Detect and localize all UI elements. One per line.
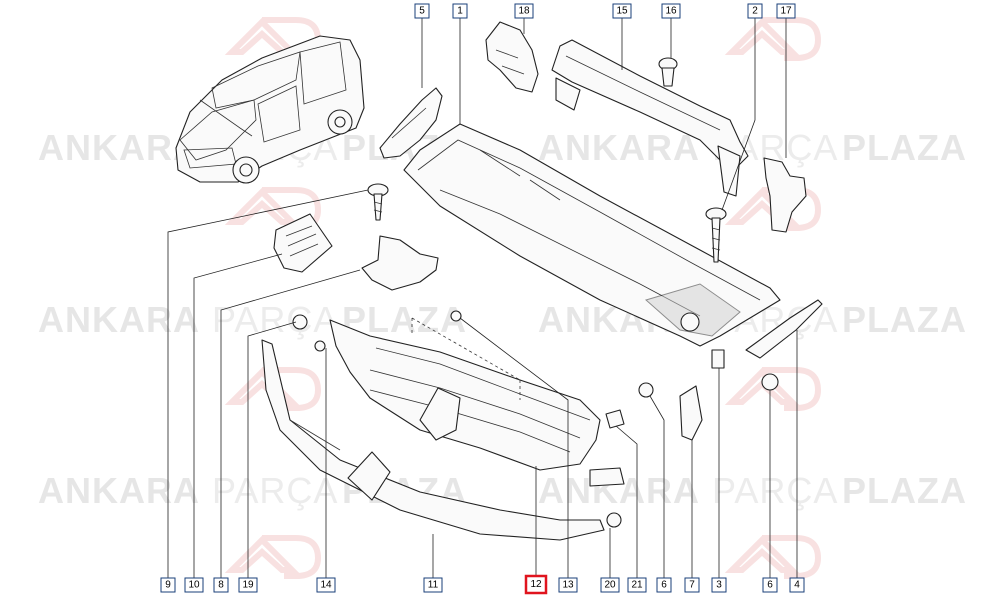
- svg-text:12: 12: [530, 579, 542, 590]
- watermark-layer: ANKARA PARÇA PLAZA ANKARA PARÇA PLAZA AN…: [38, 17, 967, 579]
- watermark-text: PLAZA: [842, 127, 967, 168]
- part-plug-19: [292, 314, 308, 330]
- callout-16[interactable]: 16: [661, 3, 681, 19]
- callout-3[interactable]: 3: [711, 577, 727, 593]
- svg-text:13: 13: [562, 580, 574, 591]
- svg-text:3: 3: [716, 580, 722, 591]
- part-clip-21: [605, 409, 625, 429]
- callout-14[interactable]: 14: [316, 577, 336, 593]
- svg-text:9: 9: [165, 580, 171, 591]
- callout-4[interactable]: 4: [789, 577, 805, 593]
- part-clip-13: [450, 310, 462, 322]
- part-clip-16: [658, 57, 678, 87]
- svg-text:6: 6: [661, 580, 667, 591]
- part-screw-9: [367, 183, 389, 221]
- svg-text:16: 16: [665, 6, 677, 17]
- callout-1[interactable]: 1: [452, 3, 468, 19]
- svg-text:1: 1: [457, 6, 463, 17]
- svg-text:7: 7: [689, 580, 695, 591]
- part-clips: [292, 299, 823, 528]
- watermark-logo: [224, 17, 822, 579]
- svg-text:2: 2: [752, 6, 758, 17]
- watermark-text: ANKARA: [38, 470, 200, 511]
- callout-12-selected[interactable]: 12: [524, 574, 548, 595]
- watermark-text: PLAZA: [842, 299, 967, 340]
- callout-15[interactable]: 15: [612, 3, 632, 19]
- part-vent-10: [273, 213, 333, 273]
- callout-7[interactable]: 7: [684, 577, 700, 593]
- callout-19[interactable]: 19: [238, 577, 258, 593]
- callout-10[interactable]: 10: [184, 577, 204, 593]
- part-clip-6: [638, 382, 654, 398]
- watermark-text: PARÇA: [212, 299, 338, 340]
- callouts: 5 1 18 15 16 2 17 9 10 8 19 14 11 12 13 …: [160, 3, 805, 595]
- svg-text:8: 8: [218, 580, 224, 591]
- svg-text:11: 11: [428, 580, 439, 591]
- svg-text:10: 10: [188, 580, 200, 591]
- part-bracket-18: [485, 21, 539, 93]
- part-plug-20: [606, 512, 622, 528]
- svg-text:18: 18: [518, 6, 530, 17]
- callout-2[interactable]: 2: [747, 3, 763, 19]
- part-bracket-17: [763, 157, 807, 233]
- watermark-text: PARÇA: [712, 470, 838, 511]
- part-bracket-7: [679, 385, 703, 441]
- svg-text:6: 6: [767, 580, 773, 591]
- part-bracket-8: [361, 235, 439, 291]
- vehicle-thumbnail: [175, 35, 365, 184]
- callout-13[interactable]: 13: [558, 577, 578, 593]
- callout-6-right[interactable]: 6: [762, 577, 778, 593]
- part-screw-2: [705, 207, 727, 263]
- svg-text:5: 5: [419, 6, 425, 17]
- watermark-text: ANKARA: [38, 127, 200, 168]
- callout-21[interactable]: 21: [627, 577, 647, 593]
- callout-11[interactable]: 11: [423, 577, 443, 593]
- callout-20[interactable]: 20: [600, 577, 620, 593]
- callout-18[interactable]: 18: [514, 3, 534, 19]
- callout-9[interactable]: 9: [160, 577, 176, 593]
- part-upper-cowl: [551, 39, 749, 197]
- svg-text:20: 20: [604, 580, 616, 591]
- watermark-text: ANKARA: [38, 299, 200, 340]
- part-lower-spoiler: [261, 339, 605, 541]
- callout-8[interactable]: 8: [213, 577, 229, 593]
- svg-text:19: 19: [242, 580, 254, 591]
- svg-text:17: 17: [780, 6, 792, 17]
- callout-17[interactable]: 17: [776, 3, 796, 19]
- leader-lines: [167, 18, 798, 578]
- svg-text:14: 14: [320, 580, 332, 591]
- part-clip-3: [711, 349, 725, 369]
- part-grille: [329, 317, 625, 487]
- part-cowl-panel: [403, 123, 781, 347]
- watermark-text: PARÇA: [212, 470, 338, 511]
- svg-text:15: 15: [616, 6, 628, 17]
- watermark-text: ANKARA: [538, 127, 700, 168]
- part-bracket-5: [379, 87, 443, 159]
- svg-text:21: 21: [631, 580, 643, 591]
- watermark-text: PLAZA: [842, 470, 967, 511]
- svg-text:4: 4: [794, 580, 800, 591]
- callout-6[interactable]: 6: [656, 577, 672, 593]
- part-nut-14: [314, 340, 326, 352]
- part-trim-4: [745, 299, 823, 359]
- callout-5[interactable]: 5: [414, 3, 430, 19]
- part-clip-6b: [761, 373, 779, 391]
